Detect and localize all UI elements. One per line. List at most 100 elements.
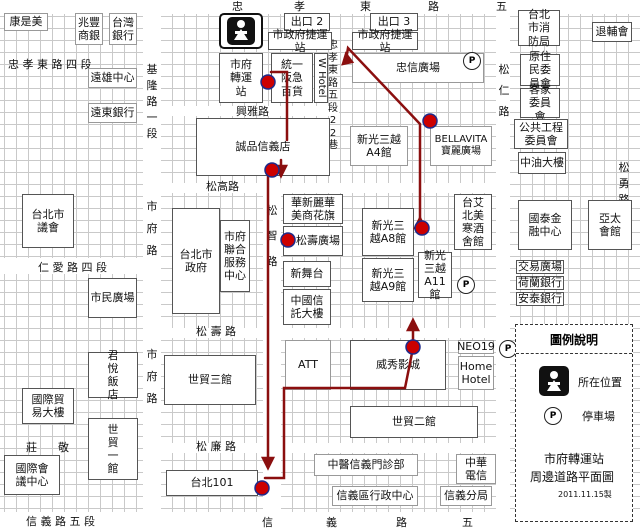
road-label-shifu-b: 市府路	[146, 348, 158, 405]
road-label-songgao: 松高路	[206, 180, 239, 193]
road-zhongxiao	[0, 0, 640, 14]
block-eslite: 誠品信義店	[196, 118, 330, 176]
road-label-songzhi: 松智路	[266, 204, 278, 268]
block-eslite-hotel: 台艾北美寒酒舍館	[454, 194, 492, 250]
parking-icon: P	[499, 340, 517, 358]
bus-stop-marker	[264, 162, 280, 178]
w-hotel-label: W Hotel	[316, 58, 327, 98]
bus-stop-marker	[405, 339, 421, 355]
road-label-xinyi-4: 五	[462, 516, 473, 529]
block-public-works: 公共工程委員會	[514, 119, 568, 149]
block-service-center: 市府聯合服務中心	[220, 220, 250, 292]
road-xingya	[161, 106, 339, 116]
block-hengsheng: 荷蘭銀行	[516, 276, 564, 290]
bus-stop-marker	[254, 480, 270, 496]
road-label-xinyi-1: 信	[262, 516, 273, 529]
road-label-songshou: 松 壽 路	[196, 325, 236, 338]
road-jilong	[143, 14, 161, 512]
bus-stop-marker	[422, 113, 438, 129]
block-yuanyang: 遠雄中心	[88, 68, 137, 88]
block-mrt-a: 市政府捷運站	[268, 28, 332, 54]
block-home-hotel: Home Hotel	[458, 356, 494, 390]
road-label-zhongxiao-1: 忠	[232, 0, 243, 13]
road-label-zhongxiao-3: 東	[360, 0, 371, 13]
block-wtc-one: 世貿一館	[88, 418, 138, 480]
legend-parking-label: 停車場	[582, 410, 615, 423]
block-chinatrust: 中國信託大樓	[283, 289, 331, 325]
block-exit2: 出口 2	[284, 13, 330, 31]
block-neo19: NEO19	[457, 340, 495, 354]
legend-divider	[516, 353, 632, 354]
block-zhaofeng: 兆豐商銀	[75, 13, 103, 45]
block-kangshimei: 康是美	[4, 13, 48, 31]
parking-icon: P	[457, 276, 475, 294]
road-songlian	[161, 443, 496, 453]
road-label-lane22: 忠孝東路五段22巷	[328, 40, 338, 151]
block-far-east-bank: 遠東銀行	[88, 103, 137, 123]
road-label-xinyi-3: 路	[396, 516, 407, 529]
road-label-zhongxiao-4: 路	[428, 0, 439, 13]
legend-map-title-2: 周邊道路平面圖	[530, 470, 615, 484]
legend-title: 圖例說明	[549, 333, 598, 347]
road-label-xingya: 興雅路	[236, 105, 269, 118]
block-cityhall-station: 市府轉運站	[219, 53, 263, 103]
road-songshou	[161, 328, 496, 338]
road-label-songren: 松仁路	[498, 63, 510, 118]
road-label-zhongxiao-5: 五	[496, 0, 507, 13]
road-renai	[0, 258, 160, 274]
road-label-zhongxiao-2: 孝	[294, 0, 305, 13]
road-songgao	[161, 183, 496, 193]
road-label-jilong: 基隆路一段	[146, 63, 158, 140]
road-label-xinyi-2: 義	[326, 516, 337, 529]
road-label-zhuang: 莊	[26, 441, 37, 454]
block-wtc1: 世貿三館	[164, 355, 256, 405]
road-label-zhongxiao-left: 忠 孝 東 路 四 段	[8, 58, 92, 71]
road-label-songyong: 松勇路	[618, 161, 630, 206]
road-xinyi	[0, 512, 640, 530]
bus-stop-marker	[414, 220, 430, 236]
block-w-hotel: W Hotel	[314, 53, 328, 103]
you-are-here-icon	[219, 13, 263, 49]
legend-parking-icon: P	[544, 407, 562, 425]
legend-date: 2011.11.15製	[558, 490, 612, 499]
block-world-trade: 國際貿易大樓	[22, 388, 74, 424]
road-label-jing: 敬	[58, 441, 69, 454]
block-shinkong-a9: 新光三越A9館	[362, 258, 414, 302]
block-cathay: 國泰金融中心	[518, 200, 572, 250]
block-taipei101: 台北101	[166, 470, 258, 496]
block-mrt-b: 市政府捷運站	[352, 28, 418, 54]
block-medical: 中醫信義門診部	[314, 454, 418, 476]
block-taipei-city-gov: 台北市政府	[172, 208, 220, 314]
route-arrow	[260, 456, 276, 471]
block-xinwutai: 新舞台	[283, 261, 331, 287]
legend: 圖例說明 所在位置 P 停車場 市府轉運站 周邊道路平面圖 2011.11.15…	[515, 324, 633, 522]
block-shinkong-a11: 新光三越A11館	[418, 249, 452, 301]
road-label-xinyi-left: 信 義 路 五 段	[26, 515, 95, 528]
block-huaxin: 華新麗華美商花旗	[283, 194, 343, 224]
block-fire-dept: 台北市消防局	[518, 8, 560, 48]
block-cnpc: 中油大樓	[518, 152, 566, 174]
road-label-songlian: 松 廉 路	[196, 440, 236, 453]
block-ticc: 國際會議中心	[4, 455, 60, 495]
block-anhong: 安泰銀行	[516, 292, 564, 306]
block-city-council: 台北市議會	[22, 194, 74, 248]
block-att: ATT	[285, 340, 331, 390]
block-wtc2: 世貿二館	[350, 406, 478, 438]
block-telecom: 中華電信	[456, 454, 496, 484]
block-bellavita: BELLAVITA寶麗廣場	[430, 126, 492, 166]
road-label-shifu-a: 市府路	[146, 200, 158, 257]
block-twse: 交易廣場	[516, 260, 564, 274]
road-songren	[496, 14, 510, 512]
route-arrow	[405, 317, 421, 332]
block-shinkong-a8: 新光三越A8館	[362, 208, 414, 256]
block-citizen-plaza: 市民廣場	[88, 278, 137, 318]
block-xinyi-admin: 信義區行政中心	[332, 486, 418, 506]
route-line	[344, 45, 422, 230]
road-label-renai: 仁 愛 路 四 段	[38, 261, 107, 274]
block-taiwan-bank: 台灣銀行	[109, 13, 137, 45]
block-exit3: 出口 3	[370, 13, 418, 31]
route-arrow	[341, 51, 355, 66]
block-grand-hyatt: 君悅飯店	[88, 349, 138, 401]
